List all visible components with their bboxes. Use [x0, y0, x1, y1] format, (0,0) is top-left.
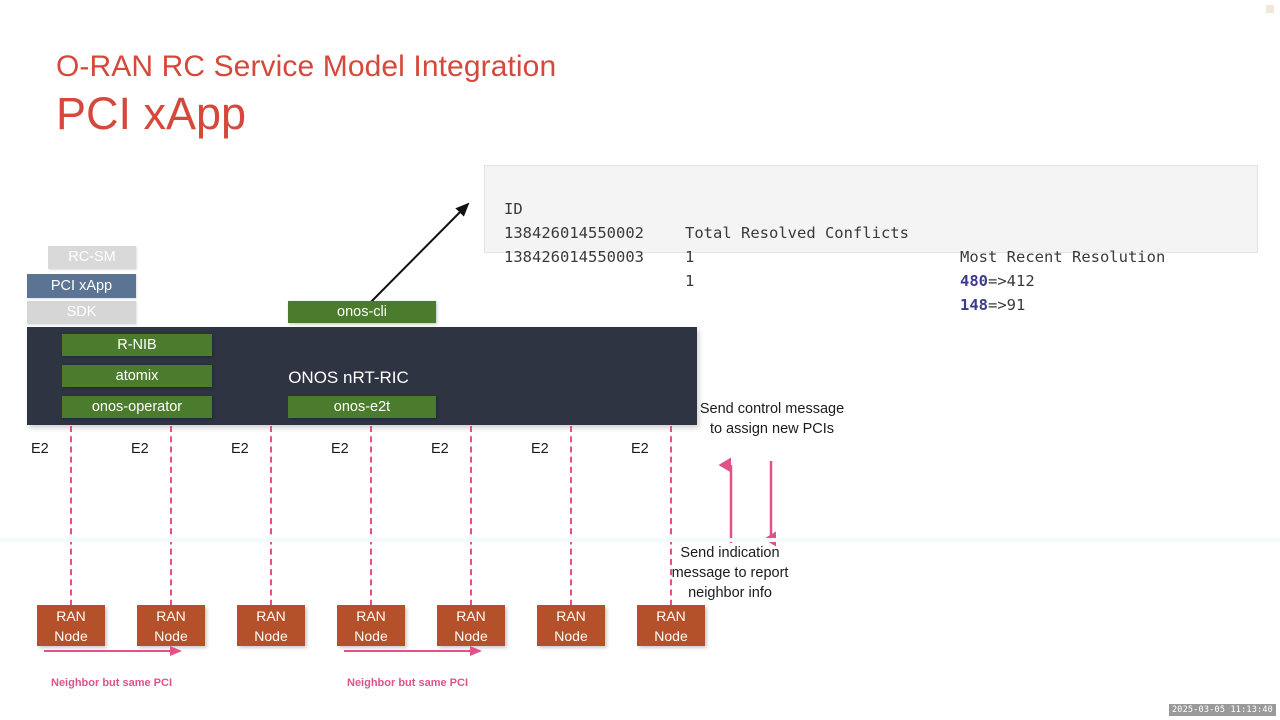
component-onos-e2t[interactable]: onos-e2t [288, 396, 436, 418]
ran-node-line2: Node [554, 628, 588, 644]
table-row: 138426014550002 1 480=>412 [485, 197, 1257, 290]
pci-old-value: 480 [960, 272, 988, 290]
cell-conflicts: 1 [685, 272, 695, 290]
ran-node[interactable]: RAN Node [337, 605, 405, 646]
column-header-conflicts: Total Resolved Conflicts [685, 224, 909, 242]
ran-node-line2: Node [54, 628, 88, 644]
background-artifact-band [0, 538, 1280, 542]
neighbor-conflict-caption: Neighbor but same PCI [51, 677, 173, 689]
e2-link-line [670, 426, 672, 616]
neighbor-conflict-caption: Neighbor but same PCI [347, 677, 469, 689]
ran-node-line1: RAN [556, 608, 586, 624]
stack-box-pci-xapp[interactable]: PCI xApp [27, 274, 136, 298]
component-onos-operator[interactable]: onos-operator [62, 396, 212, 418]
cell-id: 138426014550002 [504, 224, 644, 242]
e2-link-line [170, 426, 172, 616]
ran-node-line1: RAN [156, 608, 186, 624]
e2-label: E2 [231, 441, 249, 457]
ran-node[interactable]: RAN Node [637, 605, 705, 646]
e2-label: E2 [531, 441, 549, 457]
cli-result-table: ID Total Resolved Conflicts Most Recent … [484, 165, 1258, 314]
ran-node-line2: Node [454, 628, 488, 644]
pci-new-value: 91 [1006, 296, 1026, 314]
ran-node-line2: Node [354, 628, 388, 644]
ran-node-line2: Node [254, 628, 288, 644]
e2-label: E2 [431, 441, 449, 457]
ran-node[interactable]: RAN Node [137, 605, 205, 646]
column-header-id: ID [504, 200, 523, 218]
corner-marker-icon [1266, 5, 1274, 13]
pci-arrow: => [988, 296, 1007, 314]
e2-link-line [470, 426, 472, 616]
ran-node-line1: RAN [256, 608, 286, 624]
stack-box-sdk[interactable]: SDK [27, 301, 136, 324]
e2-link-line [370, 426, 372, 616]
e2-link-line [270, 426, 272, 616]
cell-resolution: 148=>91 [960, 293, 1025, 317]
page-title: PCI xApp [56, 88, 247, 139]
cell-id: 138426014550003 [504, 248, 644, 266]
table-header-row: ID Total Resolved Conflicts Most Recent … [485, 173, 1257, 266]
timestamp-badge: 2025-03-05 11:13:40 [1168, 704, 1276, 716]
e2-link-line [570, 426, 572, 616]
ran-node-line1: RAN [456, 608, 486, 624]
e2-label: E2 [131, 441, 149, 457]
component-atomix[interactable]: atomix [62, 365, 212, 387]
slide-subtitle: O-RAN RC Service Model Integration [56, 50, 557, 83]
pci-new-value: 412 [1006, 272, 1035, 290]
component-r-nib[interactable]: R-NIB [62, 334, 212, 356]
ran-node-line1: RAN [56, 608, 86, 624]
column-header-resolution: Most Recent Resolution [960, 248, 1166, 266]
e2-label: E2 [631, 441, 649, 457]
cell-conflicts: 1 [685, 248, 695, 266]
ran-node[interactable]: RAN Node [437, 605, 505, 646]
control-message-annotation: Send control message to assign new PCIs [699, 401, 845, 437]
table-row: 138426014550003 1 148=>91 [485, 221, 1257, 314]
neighbor-conflict-arrow-icon [44, 646, 182, 656]
e2-link-line [70, 426, 72, 616]
component-onos-cli[interactable]: onos-cli [288, 301, 436, 323]
ran-node[interactable]: RAN Node [537, 605, 605, 646]
ran-node-line1: RAN [656, 608, 686, 624]
ran-node[interactable]: RAN Node [237, 605, 305, 646]
indication-message-annotation: Send indication message to report neighb… [671, 545, 789, 601]
ran-node-line2: Node [654, 628, 688, 644]
e2-label: E2 [31, 441, 49, 457]
pci-arrow: => [988, 272, 1007, 290]
cli-to-table-arrow-icon [362, 202, 470, 311]
message-direction-arrows-icon [718, 457, 776, 547]
pci-old-value: 148 [960, 296, 988, 314]
stack-box-rc-sm[interactable]: RC-SM [48, 246, 136, 269]
ran-node[interactable]: RAN Node [37, 605, 105, 646]
e2-label: E2 [331, 441, 349, 457]
cell-resolution: 480=>412 [960, 269, 1035, 293]
onos-nrt-ric-label: ONOS nRT-RIC [288, 368, 409, 387]
ran-node-line2: Node [154, 628, 188, 644]
neighbor-conflict-arrow-icon [344, 646, 482, 656]
ran-node-line1: RAN [356, 608, 386, 624]
